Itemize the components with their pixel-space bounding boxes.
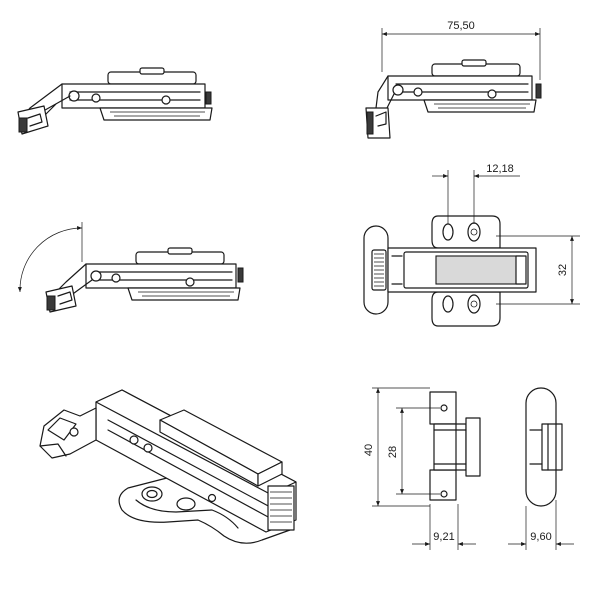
top-view: 12,18 32 bbox=[363, 163, 580, 327]
side-view-dimensioned: 75,50 bbox=[365, 20, 542, 139]
isometric-view bbox=[39, 389, 297, 544]
side-view-closed bbox=[17, 67, 213, 135]
dim-plate-hole-spacing: 28 bbox=[387, 446, 399, 458]
plate-front-view: 40 28 9,21 bbox=[363, 387, 481, 550]
dim-plate-side-depth: 9,60 bbox=[530, 531, 551, 543]
dim-overall-length: 75,50 bbox=[447, 20, 475, 32]
dim-plate-height: 32 bbox=[557, 264, 569, 276]
side-view-opening bbox=[17, 222, 244, 313]
plate-side-view: 9,60 bbox=[508, 387, 574, 550]
dim-plate-depth: 9,21 bbox=[433, 531, 454, 543]
dim-plate-total: 40 bbox=[363, 444, 375, 456]
dim-cup-offset: 12,18 bbox=[486, 163, 514, 175]
